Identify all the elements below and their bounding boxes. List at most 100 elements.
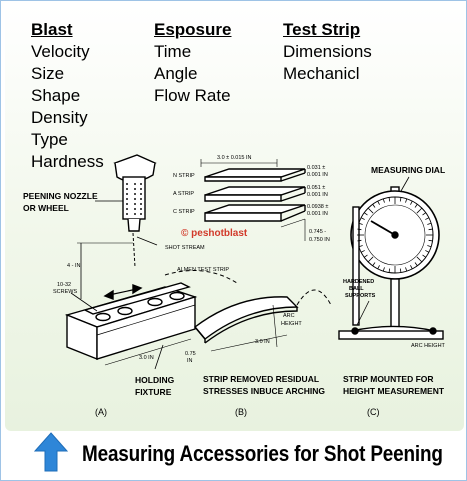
measuring-dial [338, 186, 444, 340]
dial-tick [428, 239, 433, 242]
caption-title: Measuring Accessories for Shot Peening [82, 441, 443, 466]
figure-a-label: (A) [95, 407, 107, 417]
exposure-item-time: Time [154, 42, 192, 61]
exposure-item-flow-rate: Flow Rate [154, 86, 231, 105]
dim-4in-label: 4 - IN [67, 263, 80, 269]
dial-tick [410, 200, 413, 205]
dial-tick [388, 197, 391, 202]
dial-tick [358, 245, 363, 248]
dial-tick [422, 212, 426, 216]
arc-height-b-label-1: ARC [283, 313, 295, 319]
dial-tick [372, 204, 376, 208]
dial-tick [405, 198, 408, 203]
watermark-label: © peshotblast [181, 228, 248, 239]
shot-peening-diagram: PEENING NOZZLE OR WHEEL SHOT STREAM ALME… [23, 154, 446, 417]
shot-stream-label: SHOT STREAM [165, 245, 205, 251]
dial-tick [399, 268, 402, 273]
hardened-ball-label-1: HARDENED [343, 279, 374, 285]
thickness-a-2: 0.001 IN [307, 192, 328, 198]
dim-3in-b-label: 3.0 IN [255, 339, 270, 345]
dial-tick [427, 245, 432, 248]
holding-fixture-label-2: FIXTURE [135, 387, 172, 397]
test-strip-item-dimensions: Dimensions [283, 42, 372, 61]
diagram-panel: Blast Velocity Size Shape Density Type H… [5, 5, 464, 431]
dial-tick [377, 265, 380, 270]
strip-dim-label: 3.0 ± 0.015 IN [217, 155, 252, 161]
thickness-n-2: 0.001 IN [307, 172, 328, 178]
width-dim-1: 0.745 - [309, 229, 326, 235]
strip-mounted-label-1: STRIP MOUNTED FOR [343, 374, 434, 384]
screws-label-2: SCREWS [53, 289, 77, 295]
hardened-ball-label-3: SUPPORTS [345, 293, 376, 299]
figure-c-label: (C) [367, 407, 380, 417]
arc-height-c-label: ARC HEIGHT [411, 343, 446, 349]
width-dim-2: 0.750 IN [309, 237, 330, 243]
blast-item-size: Size [31, 64, 65, 83]
n-strip-label: N STRIP [173, 173, 195, 179]
dial-tick [388, 268, 391, 273]
dial-tick [416, 207, 423, 214]
strip-removed-label-2: STRESSES INBUCE ARCHING [203, 386, 325, 396]
blast-item-density: Density [31, 108, 88, 127]
screws-label-1: 10-32 [57, 282, 71, 288]
holding-fixture-label-1: HOLDING [135, 375, 175, 385]
hardened-ball-label-2: BALL [349, 286, 364, 292]
dial-tick [364, 254, 368, 258]
c-strip-label: C STRIP [173, 209, 195, 215]
dial-tick [405, 267, 408, 272]
strip-removed-label-1: STRIP REMOVED RESIDUAL [203, 374, 319, 384]
dial-tick [425, 217, 430, 220]
dial-tick [399, 197, 402, 202]
dial-tick [414, 204, 418, 208]
holding-fixture [64, 282, 198, 361]
measuring-dial-label: MEASURING DIAL [371, 165, 445, 175]
dial-tick [357, 228, 362, 231]
almen-test-strip-label: ALMEN TEST STRIP [177, 267, 229, 273]
thickness-c-2: 0.001 IN [307, 211, 328, 217]
thickness-a-1: 0.051 ± [307, 185, 325, 191]
test-strip-stack [204, 168, 306, 222]
dial-tick [372, 262, 376, 266]
dial-tick [428, 228, 433, 231]
test-strip-heading: Test Strip [283, 20, 361, 39]
strip-mounted-label-2: HEIGHT MEASUREMENT [343, 386, 445, 396]
blast-item-type: Type [31, 130, 68, 149]
dial-tick [416, 256, 423, 263]
exposure-column: Esposure Time Angle Flow Rate [154, 19, 231, 107]
dial-tick [422, 254, 426, 258]
arched-strip [193, 296, 299, 344]
dim-075-label-1: 0.75 [185, 351, 196, 357]
up-arrow-icon [33, 432, 69, 472]
test-strip-item-mechanical: Mechanicl [283, 64, 360, 83]
dial-tick [357, 239, 362, 242]
dial-tick [410, 265, 413, 270]
dial-tick [427, 222, 432, 225]
dial-tick [367, 256, 374, 263]
dial-tick [382, 198, 385, 203]
peening-nozzle-label-2: OR WHEEL [23, 203, 69, 213]
blast-heading: Blast [31, 20, 73, 39]
peening-nozzle [113, 154, 157, 232]
peening-nozzle-label-1: PEENING NOZZLE [23, 191, 98, 201]
blast-column: Blast Velocity Size Shape Density Type H… [31, 19, 104, 173]
blast-item-velocity: Velocity [31, 42, 90, 61]
dial-tick [358, 222, 363, 225]
thickness-c-1: 0.0938 ± [307, 204, 328, 210]
exposure-item-angle: Angle [154, 64, 198, 83]
test-strip-column: Test Strip Dimensions Mechanicl [283, 19, 372, 85]
dial-tick [360, 250, 365, 253]
exposure-heading: Esposure [154, 20, 232, 39]
dial-tick [360, 217, 365, 220]
dim-3in-label: 3.0 IN [139, 355, 154, 361]
a-strip-label: A STRIP [173, 191, 194, 197]
blast-item-hardness: Hardness [31, 152, 104, 171]
dial-tick [425, 250, 430, 253]
dial-tick [377, 200, 380, 205]
arc-height-b-label-2: HEIGHT [281, 321, 302, 327]
dial-tick [382, 267, 385, 272]
dial-tick [364, 212, 368, 216]
figure-b-label: (B) [235, 407, 247, 417]
dial-tick [367, 207, 374, 214]
caption-bar: Measuring Accessories for Shot Peening [5, 431, 464, 478]
